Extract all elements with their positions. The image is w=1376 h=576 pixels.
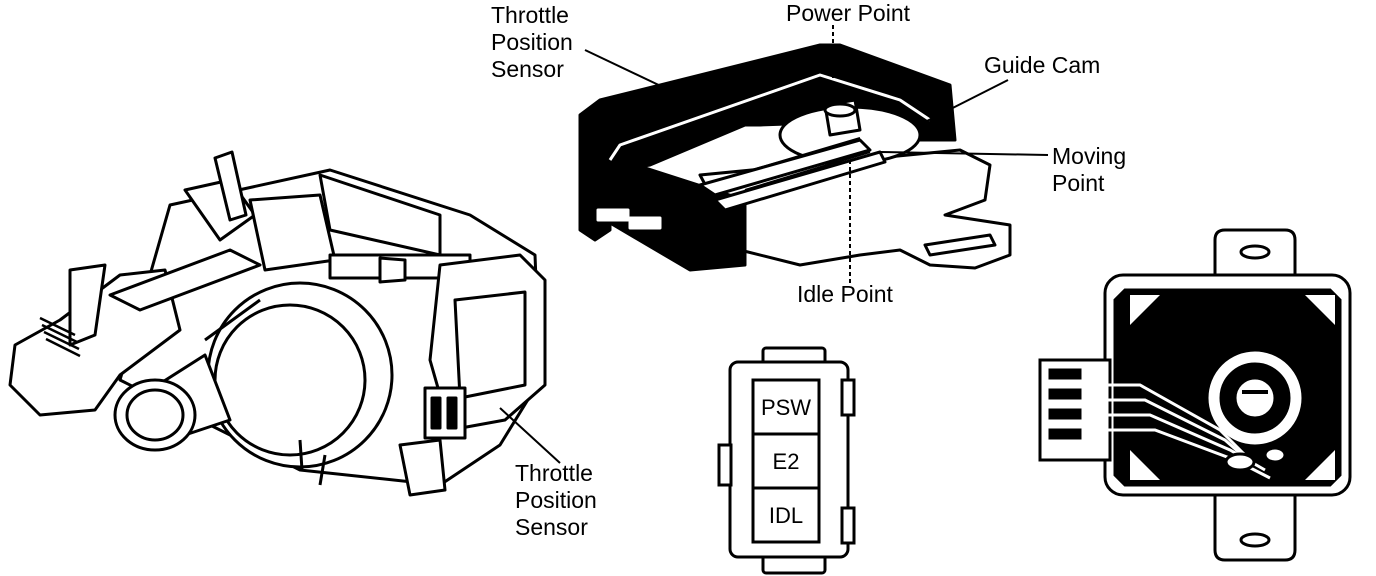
idle-point-label: Idle Point: [797, 281, 893, 307]
pin-e2-label: E2: [772, 449, 800, 474]
tps-bottom-label-line3: Sensor: [515, 514, 588, 540]
guide-cam-label: Guide Cam: [984, 52, 1101, 78]
tps-top-label-line2: Position: [491, 29, 573, 55]
pin-idl-label: IDL: [768, 503, 804, 528]
tps-bottom-label-line2: Position: [515, 487, 597, 513]
tps-top-label-line3: Sensor: [491, 56, 564, 82]
throttle-body-illustration: [8, 150, 547, 497]
tps-cutaway-illustration: [578, 43, 1012, 272]
power-point-label: Power Point: [786, 0, 911, 26]
tps-top-view-illustration: [1038, 228, 1352, 562]
tps-bottom-label-line1: Throttle: [515, 460, 593, 486]
moving-point-label-line1: Moving: [1052, 143, 1127, 169]
tps-top-label-line1: Throttle: [491, 2, 569, 28]
tps-top-label: Throttle Position Sensor: [491, 2, 573, 83]
pin-psw-label: PSW: [760, 395, 812, 420]
moving-point-label-line2: Point: [1052, 170, 1105, 196]
moving-point-label: Moving Point: [1052, 143, 1126, 197]
connector-illustration: [717, 346, 856, 575]
leader-lines: [499, 25, 1049, 464]
tps-bottom-label: Throttle Position Sensor: [515, 460, 597, 541]
